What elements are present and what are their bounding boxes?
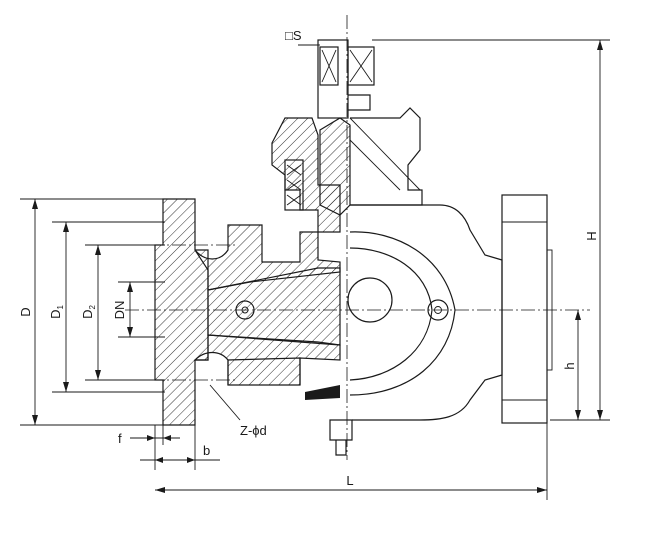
packing [319, 117, 351, 216]
body-exterior [350, 204, 503, 421]
center-lines [125, 15, 590, 460]
stem-square-top [319, 46, 339, 86]
right-exterior-view [347, 46, 553, 424]
plug-left [207, 267, 341, 346]
bottom-screw [329, 419, 353, 456]
label-holes: Z-ϕd [240, 423, 267, 438]
label-H: H [584, 231, 599, 240]
packing-box [284, 159, 304, 211]
label-h: h [562, 362, 577, 369]
label-f: f [118, 431, 122, 446]
labels: □S H h D D1 D2 DN f b L Z-ϕd [18, 28, 599, 488]
bonnet-exterior [350, 107, 423, 206]
label-square-s: □S [285, 28, 302, 43]
label-D2: D2 [80, 305, 97, 319]
label-DN: DN [112, 301, 127, 320]
label-b: b [203, 443, 210, 458]
label-D: D [18, 307, 33, 316]
right-flange [501, 194, 548, 424]
body-lower-wall [193, 334, 341, 386]
left-section-view [154, 39, 353, 456]
label-D1: D1 [48, 305, 65, 319]
dimensions [20, 39, 610, 500]
label-L: L [346, 473, 353, 488]
seal-ring [305, 385, 340, 400]
left-flange [154, 198, 209, 426]
